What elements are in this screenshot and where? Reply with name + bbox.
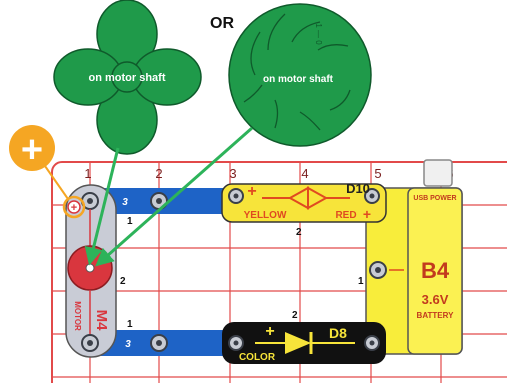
row-number-mid-left: 2 [120,276,126,287]
d10-right-label: RED [335,210,356,221]
row-number-bottom-right: 2 [292,310,298,321]
d8-plus: + [265,323,274,340]
wire-top-number: 3 [122,197,128,208]
fan-left-label: on motor shaft [89,72,166,84]
column-label-3: 3 [229,166,236,181]
d10-left-label: YELLOW [244,210,287,221]
motor-plus: + [71,202,77,214]
wire-bottom-number: 3 [125,339,131,350]
battery-word: BATTERY [417,311,455,320]
column-label-5: 5 [374,166,381,181]
d8-code: D8 [329,325,347,341]
or-text: OR [210,15,234,32]
motor-m4: + MOTOR M4 [65,184,117,358]
column-label-4: 4 [301,166,308,181]
led-d10: + D10 YELLOW RED + [221,181,387,223]
row-number-top-left: 1 [127,216,133,227]
row-numbers: 1 2 2 1 1 2 [120,216,364,330]
column-label-2: 2 [155,166,162,181]
row-number-mid-right: 2 [296,227,302,238]
d10-code: D10 [346,181,370,196]
motor-code: M4 [93,310,110,331]
battery-usb-label: USB POWER [413,195,456,202]
arrow-from-left-fan [84,147,120,266]
d10-right-plus: + [363,206,371,222]
shaft-arrows [84,126,253,267]
d8-label: COLOR [239,352,276,363]
battery-voltage: 3.6V [422,292,449,307]
fan-right: 1 — 0 on motor shaft [228,3,372,147]
d10-left-plus: + [247,183,256,200]
column-label-1: 1 [84,166,91,181]
led-d8: + D8 COLOR [222,322,386,364]
battery-b4: USB POWER B4 3.6V BATTERY [365,159,463,355]
battery-code: B4 [421,258,450,283]
row-number-bottom-left: 1 [127,319,133,330]
badge-plus-icon: + [21,129,43,171]
row-number-battery: 1 [358,276,364,287]
arrow-from-right-fan [95,126,253,267]
motor-name: MOTOR [73,301,82,331]
fan-left: on motor shaft [53,0,202,155]
fan-right-marks: 1 — 0 [314,23,323,45]
fan-right-label: on motor shaft [263,74,334,85]
orange-plus-badge: + [9,125,86,219]
